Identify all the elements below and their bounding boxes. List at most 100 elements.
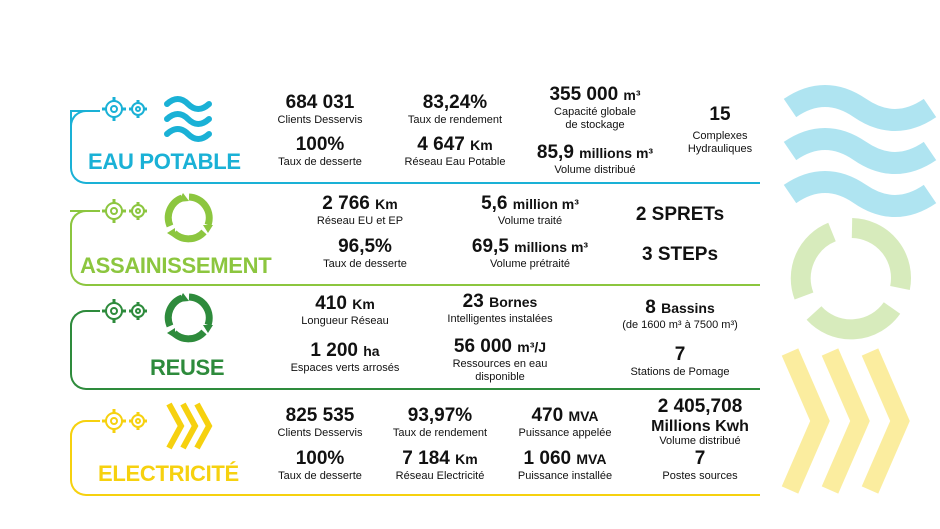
stat-label: Volume distribué	[659, 435, 741, 447]
stat-label: Réseau Electricité	[395, 470, 485, 482]
stat-label: Puissance installée	[517, 470, 613, 482]
stat-label: Clients Desservis	[277, 114, 363, 126]
stat-label: Volume prétraité	[489, 258, 571, 270]
stat-value: 100%	[295, 448, 345, 469]
stat-value: 3 STEPs	[641, 244, 719, 265]
waves-icon	[164, 96, 212, 142]
stat-value: 15	[709, 104, 731, 125]
assain-frame	[70, 210, 760, 286]
gears-icon	[102, 409, 147, 433]
stat-unit: Bornes	[489, 294, 538, 310]
stat-unit: m³/J	[517, 339, 547, 355]
stat-unit: millions m³	[514, 239, 589, 255]
stat-label: Taux de desserte	[278, 156, 362, 168]
stat-unit: Bassins	[661, 300, 715, 316]
stat-label: de stockage	[565, 119, 625, 131]
gears-icon	[102, 199, 147, 223]
stat-label: Réseau Eau Potable	[404, 156, 506, 168]
stat-unit: millions m³	[579, 145, 654, 161]
stat-label: Taux de desserte	[278, 470, 362, 482]
stat-label: Intelligentes instalées	[447, 313, 553, 325]
stat-value: 2 766	[322, 193, 370, 214]
stat-label: Ressources en eau	[452, 358, 548, 370]
stat-value: 8	[645, 297, 656, 318]
gears-icon	[102, 299, 147, 323]
assain-title: ASSAINISSEMENT	[80, 253, 272, 278]
reuse-frame-corner	[70, 310, 100, 328]
stat-label: disponible	[475, 371, 525, 383]
reuse-ressources: 56 000 m³/J Ressources en eau disponible	[430, 336, 570, 384]
stat-label: Clients Desservis	[277, 427, 363, 439]
stat-label: Stations de Pomage	[630, 366, 730, 378]
eau-desserte: 100% Taux de desserte	[270, 134, 370, 169]
reuse-title: REUSE	[150, 355, 225, 380]
stat-label: (de 1600 m³ à 7500 m³)	[622, 319, 738, 331]
reuse-bornes: 23 Bornes Intelligentes instalées	[425, 291, 575, 326]
stat-value: 1 060	[523, 448, 572, 469]
waves-watermark-icon	[783, 85, 937, 217]
eau-frame	[70, 110, 760, 184]
elec-installee: 1 060 MVA Puissance installée	[505, 448, 625, 483]
stat-unit: m³	[623, 87, 641, 103]
stat-unit: Km	[375, 196, 398, 212]
stat-value: 85,9	[536, 142, 574, 163]
assain-volume-traite: 5,6 million m³ Volume traité	[460, 193, 600, 228]
stat-label: Postes sources	[662, 470, 738, 482]
recycle-icon	[164, 193, 213, 243]
stat-value: 7 184	[402, 448, 450, 469]
reuse-stations: 7 Stations de Pomage	[610, 344, 750, 379]
eau-rendement: 83,24% Taux de rendement	[400, 92, 510, 127]
stat-unit: Km	[352, 296, 375, 312]
stat-unit: Km	[470, 137, 493, 153]
stat-label: Puissance appelée	[518, 427, 612, 439]
reuse-espaces: 1 200 ha Espaces verts arrosés	[275, 340, 415, 375]
elec-frame	[70, 420, 760, 496]
eau-stockage: 355 000 m³ Capacité globale de stockage	[530, 84, 660, 132]
stat-value: 2 405,708	[657, 396, 743, 417]
stat-value: 5,6	[481, 193, 508, 214]
stat-value: 69,5	[471, 236, 509, 257]
stat-label: Réseau EU et EP	[316, 215, 404, 227]
elec-desserte: 100% Taux de desserte	[270, 448, 370, 483]
stat-label: Complexes	[692, 130, 748, 142]
assain-desserte: 96,5% Taux de desserte	[310, 236, 420, 271]
stat-unit: million m³	[512, 196, 579, 212]
recycle-icon	[164, 293, 213, 343]
stat-label: Taux de rendement	[392, 427, 488, 439]
stat-value: 83,24%	[422, 92, 488, 113]
eau-clients: 684 031 Clients Desservis	[270, 92, 370, 127]
gears-icon	[102, 97, 147, 121]
stat-label: Volume traité	[497, 215, 563, 227]
stat-value: 4 647	[417, 134, 465, 155]
stat-unit: MVA	[576, 451, 607, 467]
stat-value: Millions Kwh	[651, 418, 749, 435]
stat-value: 7	[674, 344, 686, 365]
stat-unit: MVA	[568, 408, 599, 424]
recycle-watermark-icon	[790, 218, 911, 340]
stat-label: Volume distribué	[554, 164, 636, 176]
stat-value: 355 000	[549, 84, 619, 105]
elec-rendement: 93,97% Taux de rendement	[385, 405, 495, 440]
assain-sprets: 2 SPRETs	[620, 204, 740, 226]
stat-label: Capacité globale	[554, 106, 636, 118]
reuse-longueur: 410 Km Longueur Réseau	[285, 293, 405, 328]
stat-value: 56 000	[453, 336, 513, 357]
stat-value: 96,5%	[338, 236, 392, 257]
reuse-frame	[70, 310, 760, 390]
eau-volume: 85,9 millions m³ Volume distribué	[520, 142, 670, 177]
stat-value: 100%	[295, 134, 345, 155]
assain-steps: 3 STEPs	[620, 244, 740, 266]
stat-value: 684 031	[285, 92, 355, 113]
elec-clients: 825 535 Clients Desservis	[270, 405, 370, 440]
reuse-bassins: 8 Bassins (de 1600 m³ à 7500 m³)	[610, 297, 750, 332]
stat-value: 23	[462, 291, 484, 312]
stat-value: 7	[694, 448, 706, 469]
elec-frame-corner	[70, 420, 100, 438]
assain-volume-pretraite: 69,5 millions m³ Volume prétraité	[450, 236, 610, 271]
stat-value: 825 535	[285, 405, 355, 426]
eau-frame-corner	[70, 110, 88, 128]
stat-label: Hydrauliques	[687, 143, 753, 155]
stat-value: 93,97%	[407, 405, 473, 426]
assain-frame-corner	[70, 210, 88, 228]
eau-title: EAU POTABLE	[88, 149, 241, 174]
